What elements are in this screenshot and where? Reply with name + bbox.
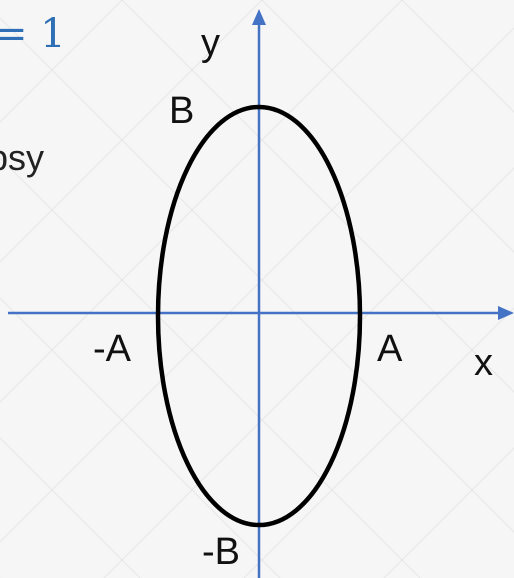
pattern-line [0, 0, 403, 403]
x-axis-label: x [474, 342, 493, 384]
pattern-line [121, 0, 514, 393]
pattern-line [261, 0, 514, 253]
y-axis-arrow-icon [252, 9, 266, 25]
pattern-line [0, 297, 281, 578]
x-axis-arrow-icon [498, 306, 514, 320]
point-neg-b-label: -B [202, 531, 240, 573]
pattern-line [103, 167, 514, 578]
pattern-line [0, 437, 141, 578]
pattern-line [0, 157, 421, 578]
equation-fragment: = 1 [0, 11, 66, 57]
pattern-line [243, 307, 514, 578]
pattern-line [401, 0, 514, 113]
point-neg-a-label: -A [93, 328, 131, 370]
pattern-line [0, 0, 123, 123]
y-axis-label: y [201, 22, 220, 64]
point-a-label: A [377, 328, 403, 370]
pattern-line [0, 0, 263, 263]
point-b-label: B [169, 90, 195, 132]
text-fragment: psy [0, 137, 45, 178]
pattern-line [383, 447, 514, 578]
ellipse-curve [155, 104, 363, 528]
